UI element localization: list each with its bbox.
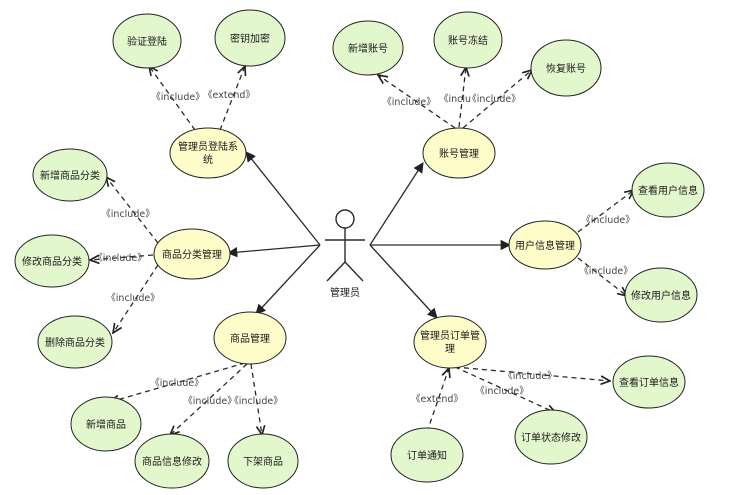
uc-verify-login[interactable]: 验证登陆 — [112, 13, 182, 69]
uc-freeze-account-label: 账号冻结 — [448, 34, 488, 47]
uc-key-encrypt-label: 密钥加密 — [230, 32, 270, 45]
dependency-arrows — [90, 66, 634, 435]
uc-order-mgmt[interactable]: 管理员订单管 理 — [413, 315, 487, 369]
dep-order-view — [454, 366, 610, 381]
label-include-verify: 《include》 — [151, 92, 204, 103]
dep-order-status — [454, 366, 556, 413]
label-include-add-category: 《include》 — [101, 209, 154, 220]
dep-account-freeze — [458, 67, 466, 128]
label-include-restore: 《include》 — [467, 94, 520, 105]
uc-view-user-info-label: 查看用户信息 — [638, 184, 698, 197]
uc-view-order-info-label: 查看订单信息 — [619, 376, 679, 389]
uc-restore-account[interactable]: 恢复账号 — [530, 39, 602, 97]
uc-remove-product[interactable]: 下架商品 — [227, 433, 299, 489]
uc-user-info-mgmt[interactable]: 用户信息管理 — [508, 220, 582, 270]
uc-view-order-info[interactable]: 查看订单信息 — [612, 355, 686, 409]
label-include-add-product: 《include》 — [150, 378, 203, 389]
label-include-order-status: 《include》 — [475, 386, 528, 397]
uc-edit-category[interactable]: 修改商品分类 — [14, 234, 90, 288]
uc-add-category-label: 新增商品分类 — [40, 169, 100, 182]
uc-login-label-1: 管理员登陆系 — [178, 140, 238, 153]
uc-order-notify[interactable]: 订单通知 — [390, 427, 464, 483]
actor-admin — [325, 209, 365, 282]
uc-key-encrypt[interactable]: 密钥加密 — [214, 9, 286, 67]
uc-remove-product-label: 下架商品 — [243, 455, 283, 468]
uc-account-mgmt-label: 账号管理 — [439, 147, 479, 160]
dep-category-edit — [90, 254, 154, 260]
uc-account-mgmt[interactable]: 账号管理 — [422, 127, 496, 179]
uc-login[interactable]: 管理员登陆系 统 — [169, 127, 247, 179]
dep-order-notify — [426, 368, 449, 433]
label-include-delete-category: 《include》 — [106, 293, 159, 304]
uc-edit-order-status[interactable]: 订单状态修改 — [514, 409, 588, 465]
uc-product-mgmt-label: 商品管理 — [230, 332, 270, 345]
uc-category-mgmt-label: 商品分类管理 — [162, 248, 222, 261]
dep-category-delete — [113, 264, 159, 333]
uc-delete-category-label: 删除商品分类 — [45, 336, 105, 349]
label-include-freeze: 《inclu — [439, 94, 471, 105]
dep-product-remove — [250, 363, 262, 435]
assoc-category — [226, 244, 321, 258]
label-include-add-account: 《include》 — [382, 97, 435, 108]
label-include-remove-product: 《include》 — [229, 396, 282, 407]
uc-add-account-label: 新增账号 — [348, 42, 388, 55]
uc-delete-category[interactable]: 删除商品分类 — [37, 315, 113, 369]
uc-restore-account-label: 恢复账号 — [546, 62, 586, 75]
label-include-edit-product: 《include》 — [183, 396, 236, 407]
dep-account-restore — [462, 70, 532, 129]
uc-edit-category-label: 修改商品分类 — [22, 255, 82, 268]
label-extend-key: 《extend》 — [203, 90, 255, 101]
dep-user-view — [577, 190, 634, 233]
uc-order-notify-label: 订单通知 — [407, 449, 447, 462]
uc-add-product-label: 新增商品 — [86, 418, 126, 431]
uc-edit-product-info[interactable]: 商品信息修改 — [134, 433, 210, 489]
label-include-edit-user: 《include》 — [579, 266, 632, 277]
uc-add-category[interactable]: 新增商品分类 — [32, 148, 108, 202]
assoc-product — [255, 244, 321, 315]
uc-order-mgmt-label-2: 理 — [445, 343, 455, 355]
assoc-account — [369, 162, 424, 246]
uc-freeze-account[interactable]: 账号冻结 — [433, 11, 503, 69]
actor-head — [335, 209, 355, 229]
uc-view-user-info[interactable]: 查看用户信息 — [631, 162, 705, 218]
relation-labels: 《include》 《extend》 《include》 《inclu 《inc… — [93, 90, 634, 407]
uc-category-mgmt[interactable]: 商品分类管理 — [153, 228, 231, 280]
label-include-view-order: 《include》 — [503, 371, 556, 382]
dep-user-edit — [577, 257, 627, 296]
uc-order-mgmt-label-1: 管理员订单管 — [420, 329, 480, 342]
dep-login-verify — [149, 66, 196, 131]
label-include-view-user: 《include》 — [581, 215, 634, 226]
dep-login-key — [219, 66, 245, 131]
uc-product-mgmt[interactable]: 商品管理 — [213, 311, 287, 365]
uc-edit-user-info[interactable]: 修改用户信息 — [624, 267, 698, 323]
label-include-edit-category: 《include》 — [93, 253, 146, 264]
uc-edit-product-info-label: 商品信息修改 — [142, 455, 202, 468]
actor-associations — [226, 151, 512, 319]
assoc-order — [369, 244, 438, 319]
uc-verify-login-label: 验证登陆 — [127, 35, 167, 48]
assoc-login — [245, 151, 321, 246]
uc-login-label-2: 统 — [203, 153, 213, 166]
actor-label: 管理员 — [330, 286, 360, 299]
uc-add-product[interactable]: 新增商品 — [70, 396, 142, 452]
label-extend-order-notify: 《extend》 — [411, 394, 463, 405]
uc-edit-user-info-label: 修改用户信息 — [631, 289, 691, 302]
uc-add-account[interactable]: 新增账号 — [332, 20, 404, 76]
dep-account-add — [378, 75, 456, 129]
uc-user-info-mgmt-label: 用户信息管理 — [515, 239, 575, 252]
uc-edit-order-status-label: 订单状态修改 — [521, 431, 581, 444]
dep-product-add — [110, 362, 246, 402]
